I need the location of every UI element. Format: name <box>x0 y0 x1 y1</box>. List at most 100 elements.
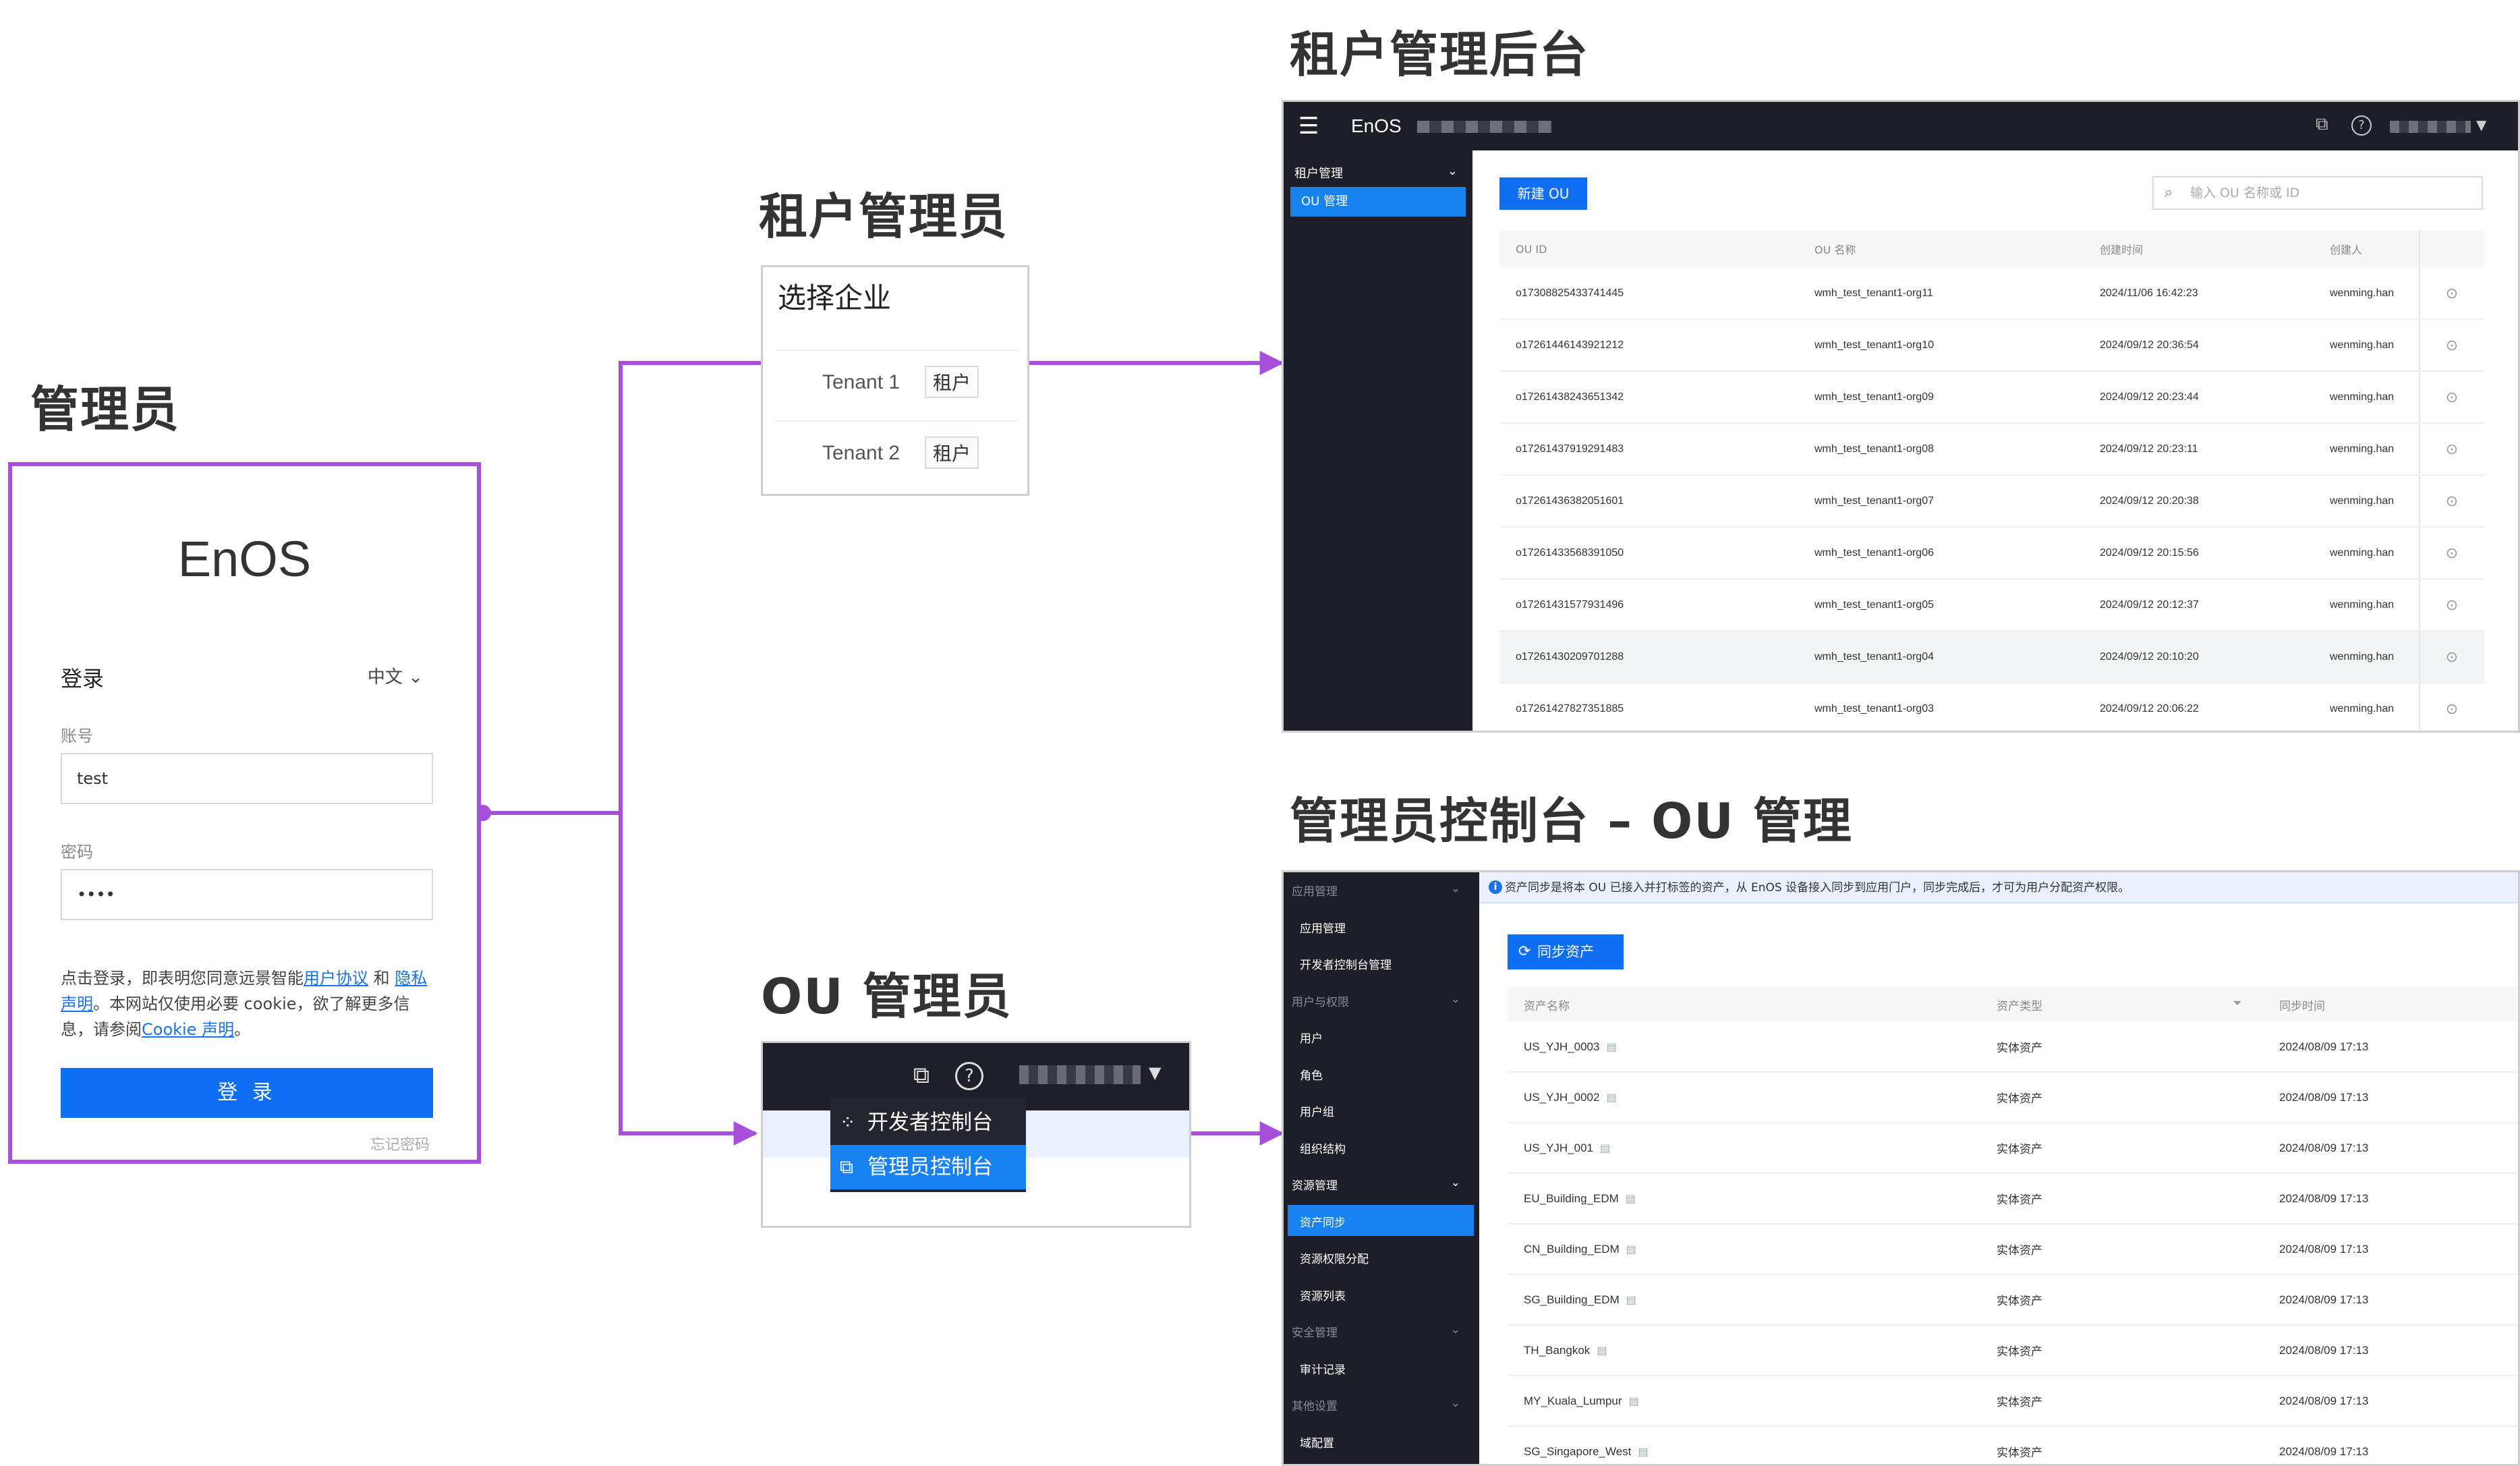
tag-icon: ▤ <box>1626 1243 1636 1256</box>
sidebar-item[interactable]: 开发者控制台管理 <box>1300 959 1392 972</box>
table-cell: 2024/08/09 17:13 <box>2263 1224 2518 1275</box>
tag-icon: ▤ <box>1606 1041 1617 1053</box>
sidebar-item[interactable]: 资源列表 <box>1300 1289 1346 1303</box>
user-menu-redacted[interactable] <box>2390 121 2471 133</box>
cookie-link[interactable]: Cookie 声明 <box>142 1020 235 1039</box>
sidebar-item[interactable]: 用户 <box>1300 1032 1323 1046</box>
table-cell: US_YJH_0003▤ <box>1508 1022 1980 1073</box>
row-action-icon[interactable]: ⊙ <box>2419 579 2484 631</box>
language-select[interactable]: 中文 ⌄ <box>368 663 423 688</box>
table-cell: 2024/09/12 20:36:54 <box>2084 319 2314 372</box>
sidebar-group-tenant[interactable]: 租户管理⌄ <box>1294 164 1458 181</box>
sidebar-item[interactable]: 域配置 <box>1300 1436 1334 1450</box>
forgot-password-link[interactable]: 忘记密码 <box>370 1137 430 1154</box>
account-field[interactable]: test <box>61 753 433 804</box>
table-cell: o17261431577931496 <box>1499 579 1798 631</box>
sidebar-group[interactable]: 资源管理⌄ <box>1292 1176 1460 1193</box>
filter-icon[interactable]: ⏷ <box>2233 996 2242 1010</box>
help-icon[interactable]: ? <box>955 1062 983 1090</box>
table-cell: 实体资产 <box>1980 1325 2263 1376</box>
row-action-icon[interactable]: ⊙ <box>2419 423 2484 476</box>
sidebar-item[interactable]: 资产同步 <box>1300 1216 1346 1230</box>
refresh-icon: ⟳ <box>1518 943 1531 960</box>
chevron-down-icon: ⌄ <box>1450 1176 1460 1189</box>
table-cell: 2024/08/09 17:13 <box>2263 1325 2518 1376</box>
table-cell: o17261436382051601 <box>1499 475 1798 528</box>
heading-tenant-console: 租户管理后台 <box>1290 26 1590 83</box>
tenant-name: Tenant 1 <box>822 371 900 393</box>
help-icon[interactable]: ? <box>2351 115 2372 136</box>
sidebar-item[interactable]: 资源权限分配 <box>1300 1253 1369 1266</box>
monitor-icon[interactable]: ⧉ <box>913 1062 930 1089</box>
ou-search-input[interactable]: ⌕输入 OU 名称或 ID <box>2152 176 2483 210</box>
table-cell: EU_Building_EDM▤ <box>1508 1173 1980 1224</box>
row-action-icon[interactable]: ⊙ <box>2419 631 2484 683</box>
sidebar-item[interactable]: 审计记录 <box>1300 1363 1346 1377</box>
sidebar-item-ou-management[interactable]: OU 管理 <box>1290 187 1466 217</box>
row-action-icon[interactable]: ⊙ <box>2419 683 2484 731</box>
row-action-icon[interactable]: ⊙ <box>2419 268 2484 320</box>
sidebar-group[interactable]: 应用管理⌄ <box>1292 882 1460 899</box>
sidebar-item[interactable]: 组织结构 <box>1300 1142 1346 1156</box>
privacy-link[interactable]: 隐私声明 <box>61 969 428 1013</box>
table-cell: 2024/09/12 20:12:37 <box>2084 579 2314 631</box>
table-cell: wenming.han <box>2314 579 2419 631</box>
sidebar-group[interactable]: 安全管理⌄ <box>1292 1323 1460 1340</box>
tenant-option[interactable]: Tenant 2 租户 <box>775 420 1018 489</box>
new-ou-button[interactable]: 新建 OU <box>1499 177 1587 210</box>
org-name-redacted <box>1417 121 1552 133</box>
tag-icon: ▤ <box>1625 1193 1636 1205</box>
monitor-icon[interactable]: ⧉ <box>2316 114 2328 134</box>
user-agreement-link[interactable]: 用户协议 <box>304 969 368 988</box>
table-cell: wenming.han <box>2314 268 2419 320</box>
menu-icon[interactable]: ☰ <box>1298 113 1319 140</box>
menu-item-developer-console[interactable]: ⁘开发者控制台 <box>830 1100 1026 1145</box>
table-cell: 2024/09/12 20:06:22 <box>2084 683 2314 731</box>
user-menu-redacted[interactable] <box>1019 1065 1141 1084</box>
row-action-icon[interactable]: ⊙ <box>2419 319 2484 372</box>
menu-item-admin-console[interactable]: ⧉管理员控制台 <box>830 1145 1026 1189</box>
tag-icon: ▤ <box>1626 1294 1636 1306</box>
tenant-option[interactable]: Tenant 1 租户 <box>775 349 1018 418</box>
column-header: OU 名称 <box>1798 230 2084 268</box>
password-field[interactable]: •••• <box>61 869 433 920</box>
sidebar-group[interactable]: 用户与权限⌄ <box>1292 992 1460 1009</box>
sidebar-item[interactable]: 角色 <box>1300 1069 1323 1083</box>
login-button[interactable]: 登 录 <box>61 1068 433 1118</box>
sync-assets-button[interactable]: ⟳同步资产 <box>1508 934 1624 969</box>
column-header: 创建人 <box>2314 230 2419 268</box>
row-action-icon[interactable]: ⊙ <box>2419 371 2484 424</box>
table-cell: MY_Kuala_Lumpur▤ <box>1508 1376 1980 1427</box>
table-cell: o17261446143921212 <box>1499 319 1798 372</box>
console-switch-menu: ⁘开发者控制台 ⧉管理员控制台 <box>830 1098 1026 1192</box>
sidebar-item[interactable]: 用户组 <box>1300 1106 1334 1119</box>
table-cell: wenming.han <box>2314 683 2419 731</box>
chevron-down-icon: ⌄ <box>1450 1323 1460 1336</box>
sidebar-item[interactable]: 应用管理 <box>1300 922 1346 936</box>
language-label: 中文 <box>367 667 403 687</box>
sidebar-group[interactable]: 其他设置⌄ <box>1292 1397 1460 1413</box>
row-action-icon[interactable]: ⊙ <box>2419 475 2484 528</box>
row-action-icon[interactable]: ⊙ <box>2419 527 2484 580</box>
table-cell: 2024/09/12 20:23:11 <box>2084 423 2314 476</box>
